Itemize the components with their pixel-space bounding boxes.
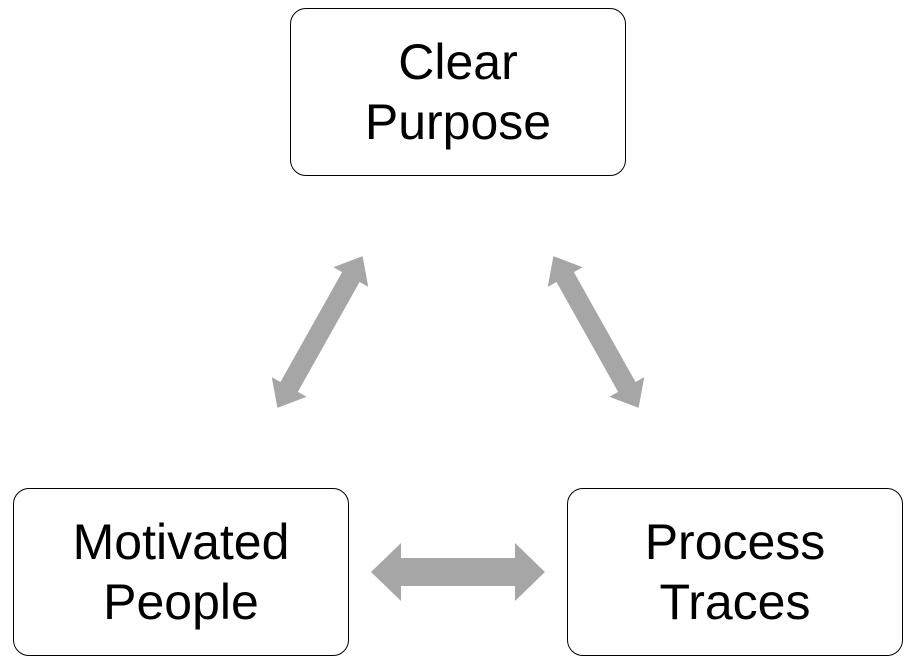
node-label-line: People (103, 574, 259, 630)
double-arrow-purpose-process (547, 256, 645, 408)
node-label-line: Traces (659, 574, 811, 630)
node-label-line: Process (644, 514, 826, 570)
node-label-line: Motivated (72, 514, 290, 570)
node-process-traces: Process Traces (567, 488, 903, 656)
double-arrow-people-process (371, 543, 545, 601)
double-arrow-purpose-people (271, 256, 369, 408)
node-label-line: Purpose (364, 94, 552, 150)
node-motivated-people: Motivated People (13, 488, 349, 656)
node-label-line: Clear (398, 34, 518, 90)
node-clear-purpose: Clear Purpose (290, 8, 626, 176)
